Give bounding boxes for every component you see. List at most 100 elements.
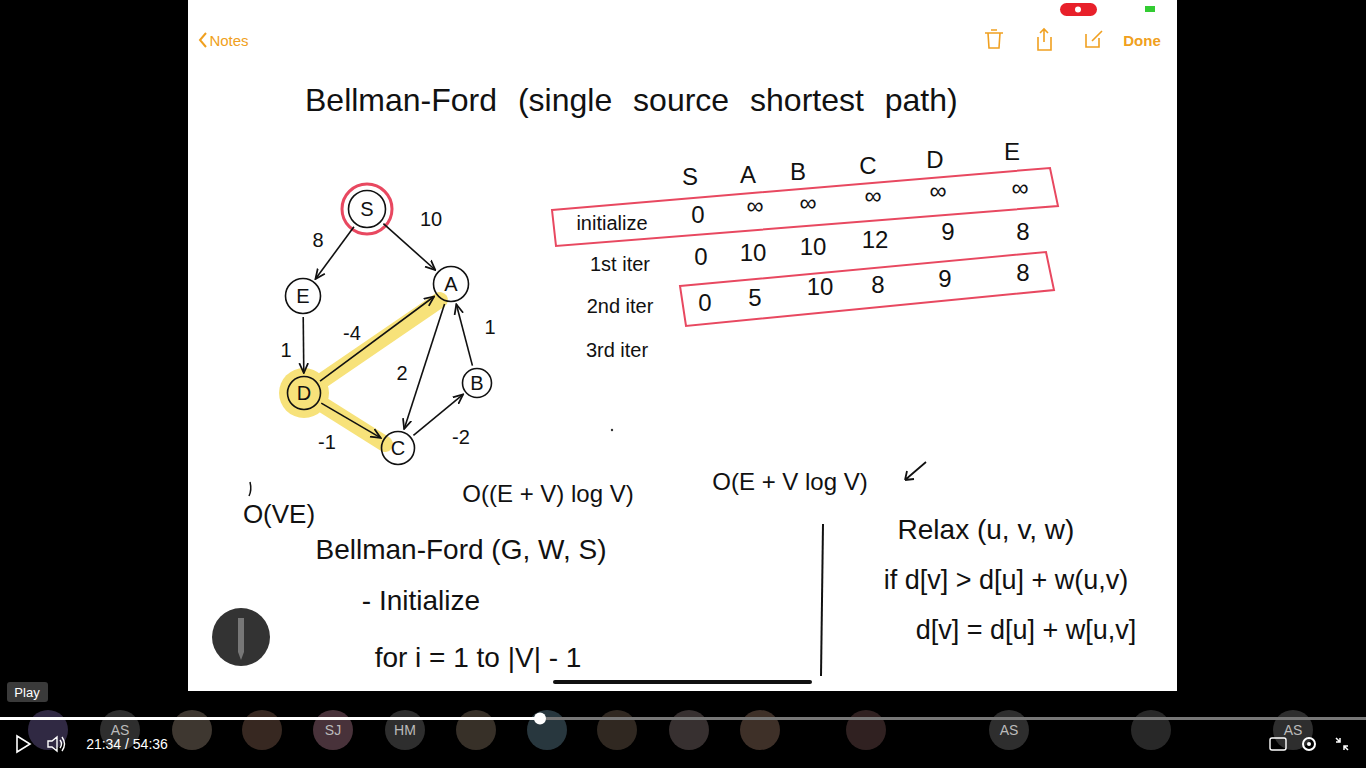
row-label: 3rd iter: [586, 340, 648, 360]
pseudocode-line: Relax (u, v, w): [898, 516, 1075, 544]
nav-button: Done: [1123, 33, 1161, 48]
complexity-note: O(VE): [243, 501, 315, 527]
vertex-ring: [288, 377, 321, 410]
avatar: [846, 710, 886, 750]
vertex-name: D: [297, 383, 311, 403]
progress-knob: [534, 713, 546, 725]
vertex-circle: E: [284, 277, 322, 315]
avatar: [456, 710, 496, 750]
progress-track: [0, 717, 1366, 720]
tooltip-text: Play: [14, 686, 39, 699]
column-header: C: [859, 154, 876, 178]
pseudocode-line: Bellman-Ford (G, W, S): [316, 536, 607, 564]
directed-edge: [404, 304, 444, 429]
table-cell: ∞: [929, 179, 946, 203]
cc-icon: [1270, 738, 1286, 750]
record-dot: [1075, 7, 1081, 13]
table-cell: 8: [1016, 220, 1029, 244]
table-cell: ∞: [746, 194, 763, 218]
complexity-note: O((E + V) log V): [462, 482, 633, 506]
avatar-initials: HM: [394, 723, 416, 737]
edge-weight: 10: [420, 209, 442, 229]
settings-icon: [1303, 738, 1315, 750]
pseudocode-line: for i = 1 to |V| - 1: [375, 644, 582, 672]
avatar: [597, 710, 637, 750]
edge-weight: -2: [452, 427, 470, 447]
vertex-circle: B: [461, 367, 493, 399]
edge-weight: 8: [312, 230, 323, 250]
table-cell: 0: [694, 245, 707, 269]
avatar-initials: SJ: [325, 723, 341, 737]
row-label: 2nd iter: [587, 296, 654, 316]
pseudocode-line: if d[v] > d[u] + w(u,v): [884, 567, 1129, 594]
avatar: [1273, 710, 1313, 750]
vertex-ring: [382, 432, 415, 465]
play-icon: [17, 736, 30, 752]
table-cell: 0: [691, 203, 704, 227]
notes-page: [188, 0, 1177, 691]
vertex-name: A: [444, 274, 457, 294]
highlight-blob: [279, 368, 329, 418]
source-ring: [342, 184, 392, 234]
vertex-ring: [349, 191, 386, 228]
vertex-name: E: [296, 286, 309, 306]
back-chevron: [200, 33, 206, 47]
column-header: D: [926, 148, 943, 172]
avatar: [385, 710, 425, 750]
edit-icon: [1086, 31, 1102, 47]
edge-weight: -4: [343, 323, 361, 343]
vertex-circle: C: [380, 430, 416, 466]
highlight: [279, 300, 440, 444]
table-cell: ∞: [1011, 176, 1028, 200]
avatar: [28, 710, 68, 750]
table-cell: 12: [862, 228, 889, 252]
directed-edge: [302, 317, 304, 373]
avatar-initials: AS: [1284, 723, 1303, 737]
avatar: [242, 710, 282, 750]
table-cell: 10: [807, 275, 834, 299]
avatar: [989, 710, 1029, 750]
table-cell: 5: [748, 286, 761, 310]
table-cell: ∞: [799, 191, 816, 215]
row-label: initialize: [576, 213, 647, 233]
trash-icon: [985, 30, 1003, 48]
record-pill: [1060, 3, 1097, 16]
vertex-name: C: [391, 438, 405, 458]
vertex-ring: [434, 267, 469, 302]
column-header: S: [682, 165, 698, 189]
settings-icon: [1307, 742, 1311, 746]
avatar: [172, 710, 212, 750]
share-icon: [1038, 29, 1051, 50]
table-cell: 0: [698, 291, 711, 315]
pencil-button: [212, 608, 270, 666]
table-cell: 9: [941, 220, 954, 244]
avatar: [527, 710, 567, 750]
time-display: 21:34 / 54:36: [86, 737, 168, 751]
directed-edge: [320, 297, 434, 382]
vertex-ring: [286, 279, 321, 314]
ink-dot: [611, 429, 613, 431]
column-header: A: [740, 163, 756, 187]
pseudocode-line: d[v] = d[u] + w[u,v]: [916, 617, 1137, 644]
avatar: [313, 710, 353, 750]
edge-weight: 2: [396, 363, 407, 383]
table-cell: 10: [740, 241, 767, 265]
avatar-initials: AS: [111, 723, 130, 737]
battery-icon: [1145, 6, 1155, 12]
pointer-arrow: [905, 462, 926, 480]
minimize-icon: [1336, 738, 1348, 750]
vertex-name: S: [360, 199, 373, 219]
column-header: B: [790, 160, 806, 184]
avatar: [669, 710, 709, 750]
column-header: E: [1004, 140, 1020, 164]
table-cell: 10: [800, 235, 827, 259]
row-label: 1st iter: [590, 254, 650, 274]
complexity-note: O(E + V log V): [712, 470, 867, 494]
scroll-bar: [553, 680, 812, 684]
avatar: [1131, 710, 1171, 750]
vertex-circle: D: [286, 375, 322, 411]
directed-edge: [456, 304, 472, 365]
avatar-strip: [28, 710, 1313, 750]
edge-weight: 1: [484, 317, 495, 337]
